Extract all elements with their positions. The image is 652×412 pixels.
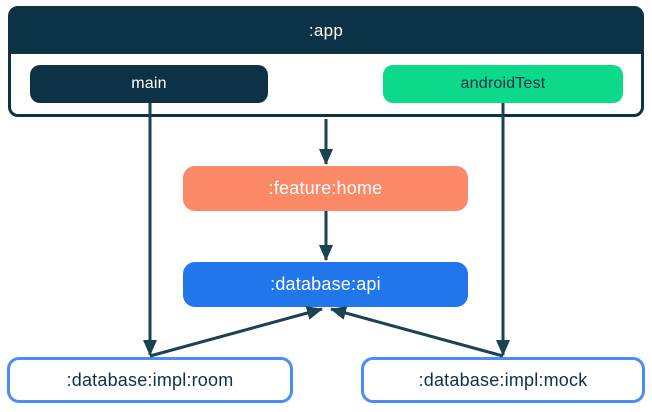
app-module-label: :app	[308, 21, 344, 40]
node-database-impl-mock: :database:impl:mock	[361, 357, 645, 403]
node-database-impl-room: :database:impl:room	[7, 357, 293, 403]
app-module-header: :app	[10, 8, 642, 54]
node-database-api: :database:api	[183, 262, 468, 307]
source-set-androidtest: androidTest	[383, 65, 623, 103]
node-feature-home-label: :feature:home	[268, 178, 383, 198]
source-set-main: main	[30, 65, 268, 103]
node-database-impl-room-label: :database:impl:room	[66, 369, 234, 390]
edge-database-impl-mock-to-database-api	[330, 306, 504, 358]
edge-database-impl-room-to-database-api	[149, 306, 323, 358]
node-feature-home: :feature:home	[183, 166, 468, 211]
source-set-main-label: main	[131, 75, 167, 92]
node-database-api-label: :database:api	[270, 274, 381, 294]
node-database-impl-mock-label: :database:impl:mock	[418, 369, 588, 390]
source-set-androidtest-label: androidTest	[460, 75, 546, 92]
